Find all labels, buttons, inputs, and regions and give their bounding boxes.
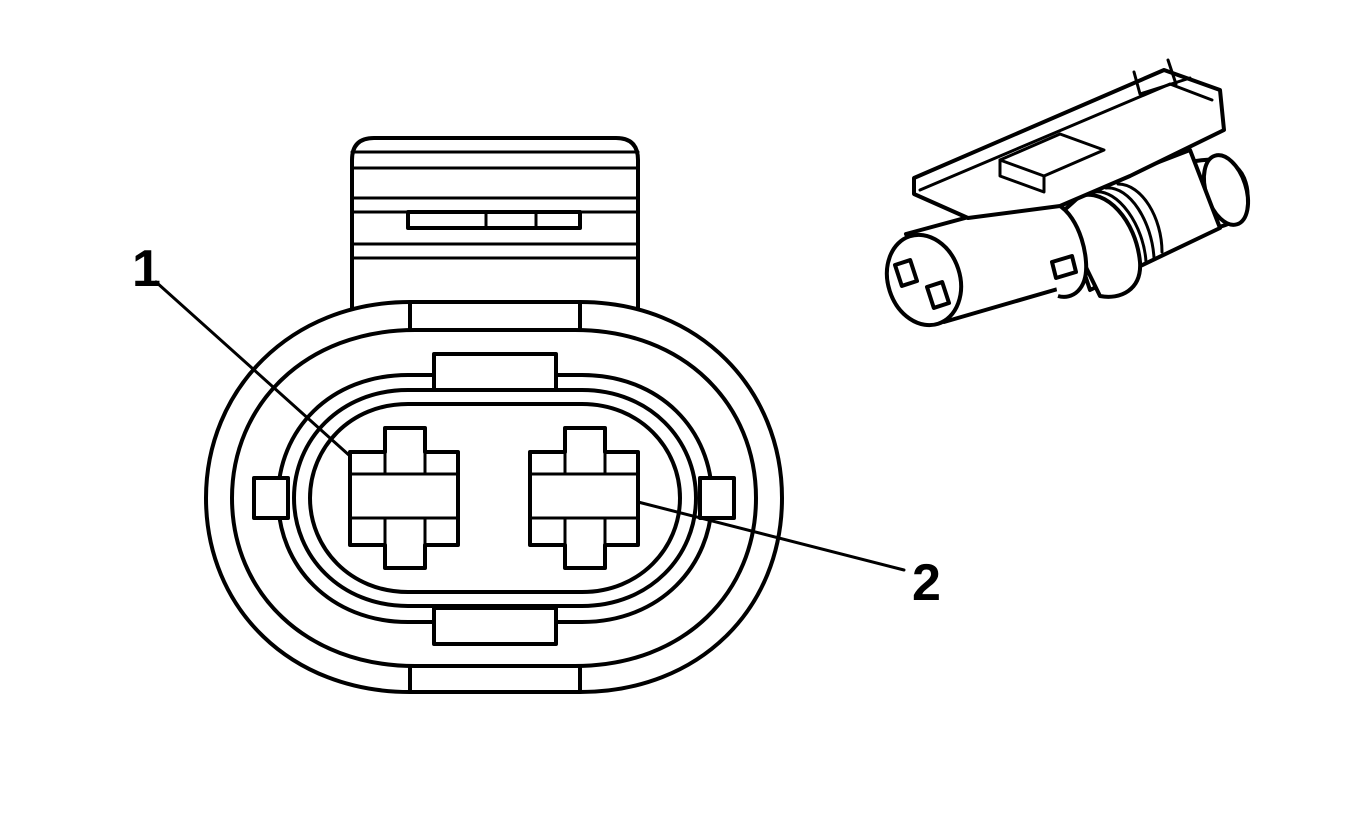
callout-1: 1 (132, 240, 352, 458)
connector-face-view (204, 136, 784, 694)
left-lock-tab (252, 476, 290, 520)
connector-isometric-view (884, 58, 1251, 328)
leader-line-2 (636, 500, 906, 572)
bottom-key-tab (432, 606, 558, 646)
latch-housing (350, 136, 640, 314)
leader-line-1 (154, 280, 352, 458)
seal-ring (276, 373, 714, 624)
shell-inner-edge (230, 328, 758, 668)
callout-number-2: 2 (912, 554, 941, 612)
callout-2: 2 (636, 500, 941, 612)
cavity-wall-outer (292, 388, 698, 608)
top-key-tab (432, 352, 558, 392)
right-lock-tab (698, 476, 736, 520)
cavity-wall-inner (308, 402, 682, 594)
callout-number-1: 1 (132, 240, 161, 298)
